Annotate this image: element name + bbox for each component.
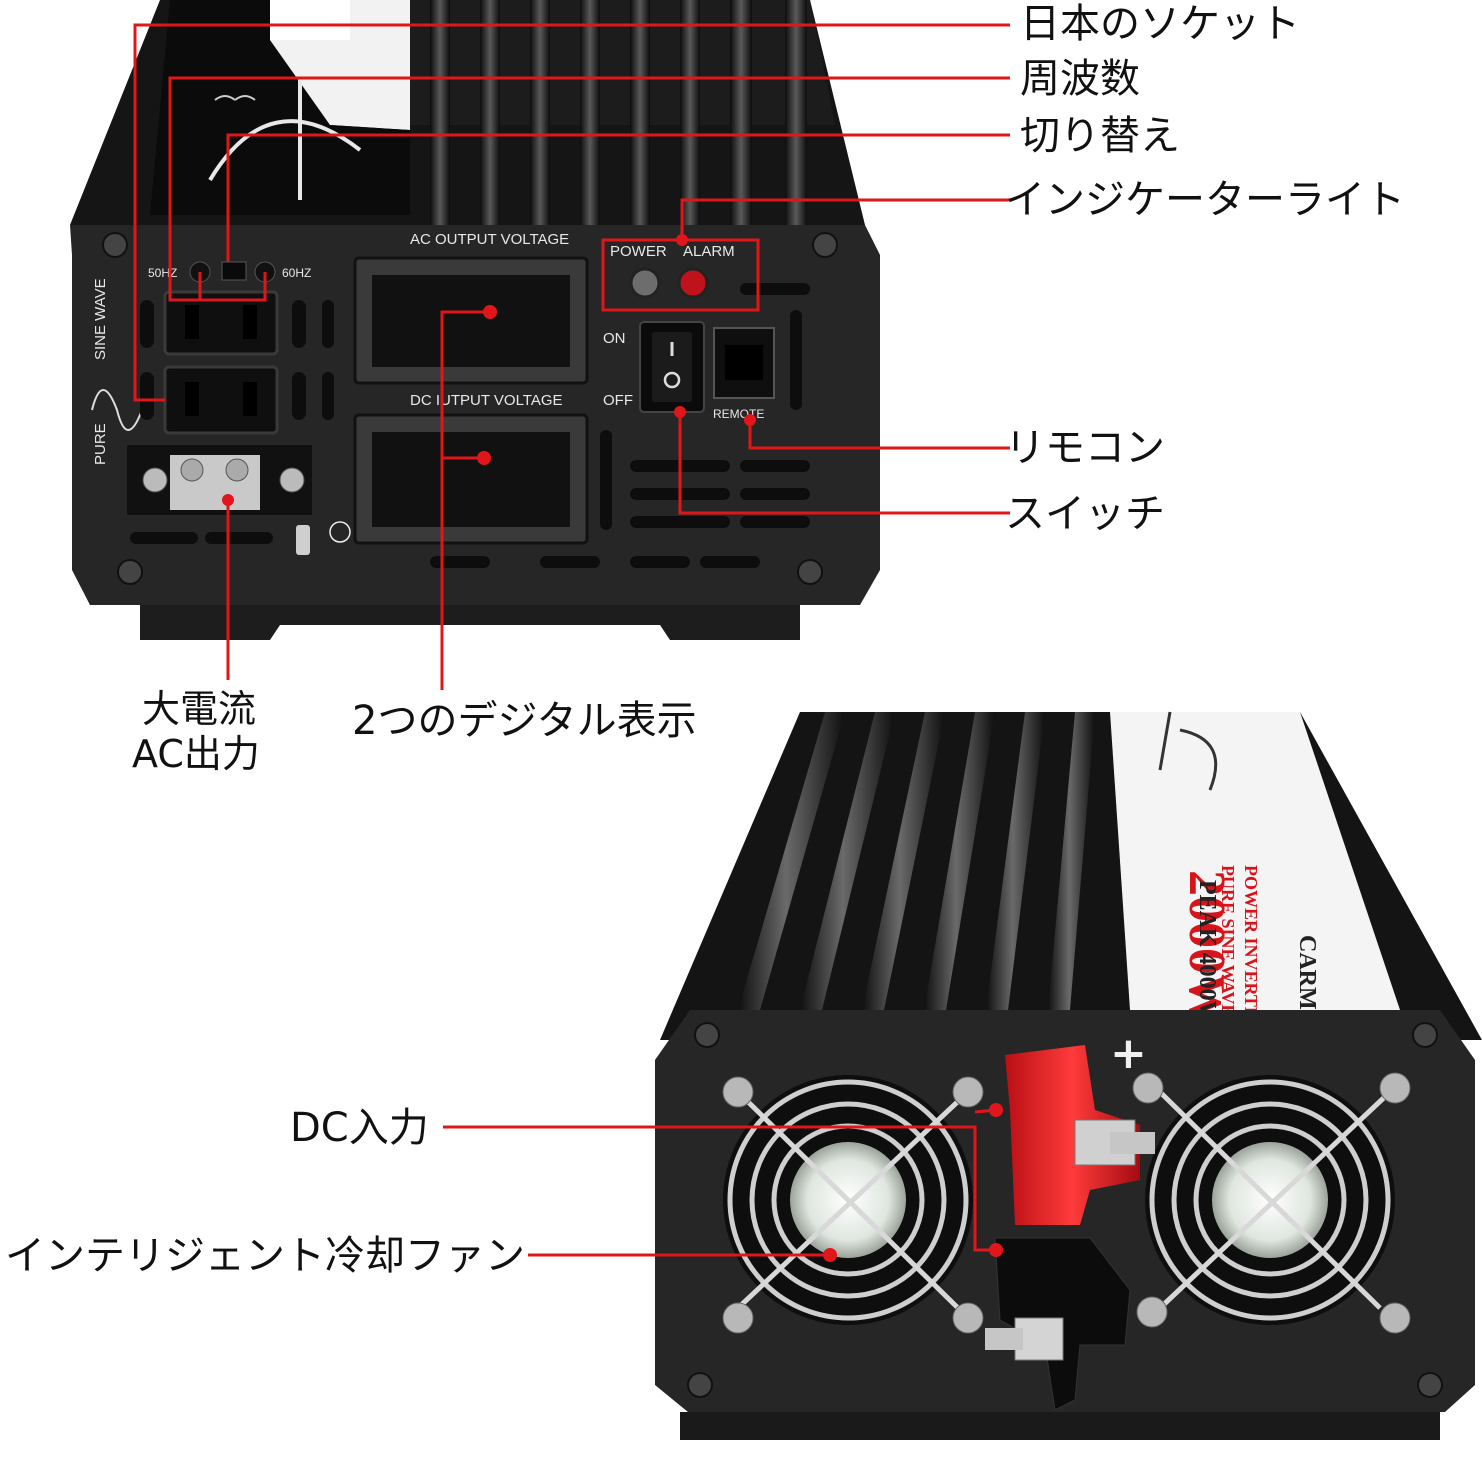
product-label-sticker: [1110, 712, 1400, 1010]
callout-ac-output-line2: AC出力: [132, 732, 260, 776]
callout-ac-output-line1: 大電流: [142, 687, 257, 731]
label-ac-output-voltage: AC OUTPUT VOLTAGE: [410, 231, 569, 248]
callout-remote: リモコン: [1005, 425, 1165, 471]
dc-negative-terminal: [985, 1237, 1131, 1411]
plus-symbol: +: [1110, 1028, 1147, 1079]
panel-label-50hz: 50HZ: [148, 266, 177, 280]
sticker-line1: POWER INVERTER: [1241, 865, 1261, 1033]
label-dc-input-voltage: DC IUTPUT VOLTAGE: [410, 392, 563, 409]
cooling-fan-right: [1132, 1072, 1411, 1334]
panel-label-60hz: 60HZ: [282, 266, 311, 280]
dc-positive-terminal: [1005, 1045, 1155, 1225]
callout-frequency: 周波数: [1020, 56, 1140, 102]
callout-japan-socket: 日本のソケット: [1020, 1, 1300, 47]
alarm-led: [677, 267, 709, 299]
power-led: [629, 267, 661, 299]
label-off: OFF: [603, 392, 633, 409]
callout-cooling-fan: インテリジェント冷却ファン: [5, 1233, 525, 1279]
sticker-peak: PEAK 4000W: [1194, 880, 1220, 1025]
top-inverter: PURE SINE WAVE 50HZ 60HZ: [70, 0, 880, 640]
frequency-switch: [221, 261, 247, 281]
ac-socket-upper: [163, 290, 279, 356]
label-on: ON: [603, 330, 626, 347]
bottom-cooling-fins: [738, 712, 1095, 1010]
panel-label-sine-wave: SINE WAVE: [92, 278, 109, 360]
callout-lines: [133, 23, 1010, 1257]
callout-dots: [222, 234, 1003, 1262]
sticker-line2: PURE SINE WAVE: [1218, 865, 1238, 1016]
label-alarm: ALARM: [683, 243, 735, 260]
panel-label-pure: PURE: [92, 423, 109, 465]
ac-terminal-block: [127, 445, 312, 515]
callout-power-switch: スイッチ: [1005, 491, 1165, 537]
callout-digital-display: 2つのデジタル表示: [352, 698, 697, 744]
mounting-bracket: [140, 605, 800, 640]
callout-switch-over: 切り替え: [1020, 113, 1180, 159]
label-remote: REMOTE: [713, 407, 764, 421]
callout-dc-input: DC入力: [290, 1105, 429, 1151]
ac-socket-lower: [163, 365, 279, 435]
bottom-inverter: 2000W POWER INVERTER PURE SINE WAVE PEAK…: [655, 711, 1482, 1440]
top-cooling-fins: [430, 0, 807, 225]
sticker-wattage: 2000W: [1178, 870, 1235, 1026]
callout-indicator-light: インジケーターライト: [1005, 177, 1405, 223]
label-power: POWER: [610, 243, 667, 260]
